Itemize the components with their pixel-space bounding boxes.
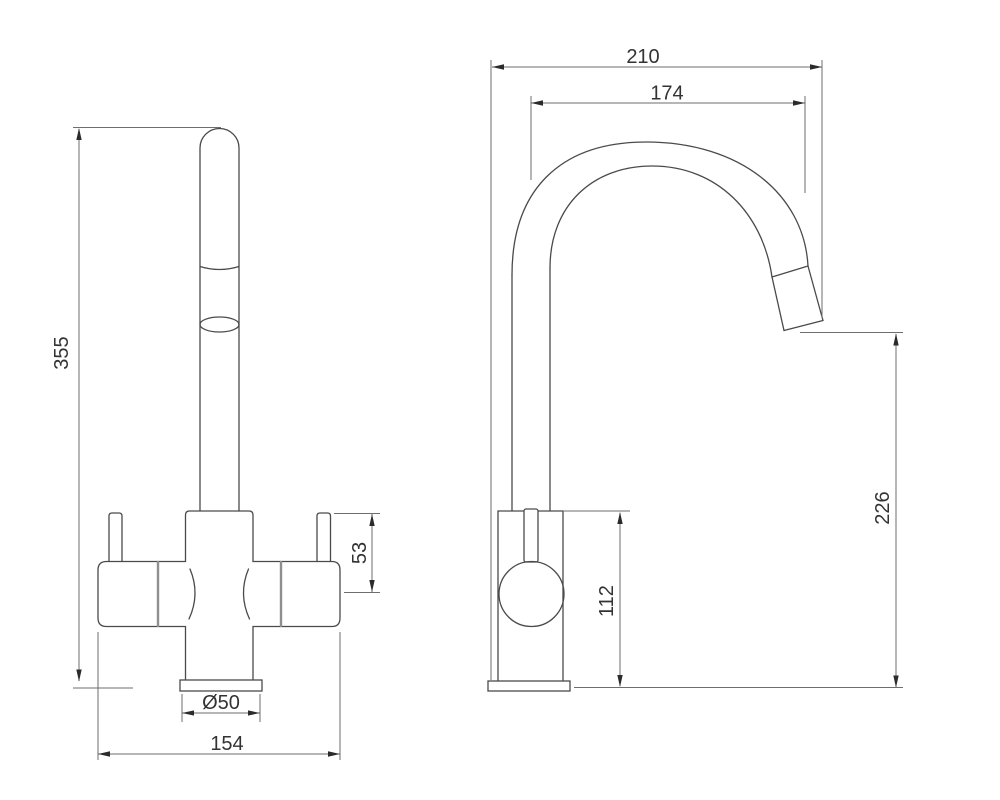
dimension-body-height-label: 112 xyxy=(596,585,618,617)
arrowhead-down xyxy=(369,580,375,592)
front-view xyxy=(97,127,341,692)
dimension-base-diameter-label: Ø50 xyxy=(202,692,240,714)
dimension-overall-height: 355 xyxy=(51,127,221,689)
dimension-spout-height: 226 xyxy=(800,332,903,688)
dimension-overall-depth: 210 xyxy=(490,46,823,680)
arrowhead-up xyxy=(893,333,899,346)
dimension-handle-height-label: 53 xyxy=(349,542,371,564)
dimension-spout-height-label: 226 xyxy=(872,491,894,524)
arrowhead-down xyxy=(893,675,899,688)
arrowhead-left xyxy=(531,100,543,106)
arrowhead-left xyxy=(98,751,110,757)
dimension-body-height: 112 xyxy=(563,510,903,688)
side-spout-outer-arc xyxy=(511,141,809,276)
dimension-handle-height: 53 xyxy=(334,513,380,593)
side-nozzle-outlet-face xyxy=(783,319,824,332)
dimension-overall-height-label: 355 xyxy=(51,336,73,369)
arrowhead-left xyxy=(492,64,504,70)
front-body-silhouette xyxy=(97,510,341,682)
front-pipe-collar-ring xyxy=(199,316,240,333)
arrowhead-down xyxy=(617,675,623,687)
arrowhead-right xyxy=(810,64,822,70)
front-base-flange xyxy=(179,679,263,692)
front-right-lever xyxy=(316,512,332,563)
front-center-waist-left-arc xyxy=(188,568,196,620)
dimension-overall-width: 154 xyxy=(97,632,341,760)
arrowhead-up xyxy=(617,512,623,524)
side-nozzle-left-edge xyxy=(771,276,785,332)
arrowhead-up xyxy=(369,514,375,526)
dimension-base-diameter: Ø50 xyxy=(181,692,261,722)
side-spout-inner-arc xyxy=(549,165,773,278)
front-pipe-collar-top xyxy=(199,265,240,271)
front-view-dimensions: 355 53 Ø50 154 xyxy=(51,127,380,760)
arrowhead-right xyxy=(328,751,340,757)
dimension-overall-width-label: 154 xyxy=(210,733,243,755)
front-center-waist-right-arc xyxy=(242,568,251,620)
side-nozzle-right-edge xyxy=(807,265,824,322)
front-left-lever xyxy=(108,512,123,563)
side-nozzle-joint-line xyxy=(771,265,809,278)
arrowhead-down xyxy=(76,669,82,682)
dimension-spout-reach: 174 xyxy=(530,83,806,193)
arrowhead-left xyxy=(182,710,194,716)
arrowhead-up xyxy=(76,128,82,140)
side-base-plate xyxy=(487,680,571,692)
dimension-overall-depth-label: 210 xyxy=(626,46,659,68)
arrowhead-right xyxy=(248,710,260,716)
side-view-dimensions: 210 174 226 112 xyxy=(490,46,903,688)
dimension-spout-reach-label: 174 xyxy=(650,83,683,105)
side-view xyxy=(487,141,824,692)
arrowhead-right xyxy=(793,100,805,106)
side-ball-joint xyxy=(498,560,565,628)
front-spout-pipe xyxy=(199,127,240,512)
side-lever xyxy=(523,508,539,563)
